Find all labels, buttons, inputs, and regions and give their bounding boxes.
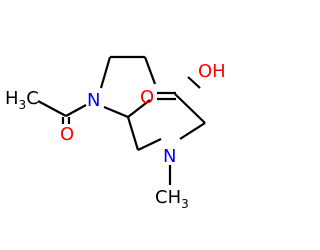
bond-c5-ch2 xyxy=(126,116,140,151)
bond-methyl-acetyl xyxy=(37,100,67,117)
atom-labels: H3C N O N CH3 O OH xyxy=(5,61,226,211)
methyl-right-ch: CH xyxy=(155,187,181,208)
structure-diagram: H3C N O N CH3 O OH xyxy=(5,55,226,211)
ring-nitrogen: N xyxy=(87,90,100,111)
methyl-left-c: C xyxy=(26,88,39,109)
bond-ring-n-c2 xyxy=(99,56,112,89)
methyl-left-sub: 3 xyxy=(19,98,27,112)
bond-amine-ch2b xyxy=(179,122,206,140)
bond-ch2-amine xyxy=(137,138,162,151)
bond-acid-hydroxyl xyxy=(187,76,201,89)
carbonyl-oxygen: O xyxy=(60,124,74,145)
acid-carbonyl-oxygen: O xyxy=(140,87,154,108)
hydroxyl-label: OH xyxy=(198,61,226,82)
bond-ch2b-acid-c xyxy=(174,93,206,124)
bond-ring-c5-c4 xyxy=(127,99,151,118)
methyl-left-h: H xyxy=(5,88,19,109)
amine-nitrogen: N xyxy=(163,146,176,167)
methyl-right-sub: 3 xyxy=(181,197,189,211)
methyl-left-label: H3C xyxy=(5,88,39,112)
bond-ring-n-c5 xyxy=(103,105,129,119)
bond-acetyl-ring-n xyxy=(65,104,87,117)
bonds xyxy=(37,55,206,185)
methyl-right-label: CH3 xyxy=(155,187,189,211)
bond-ring-c3-c4 xyxy=(143,56,157,85)
